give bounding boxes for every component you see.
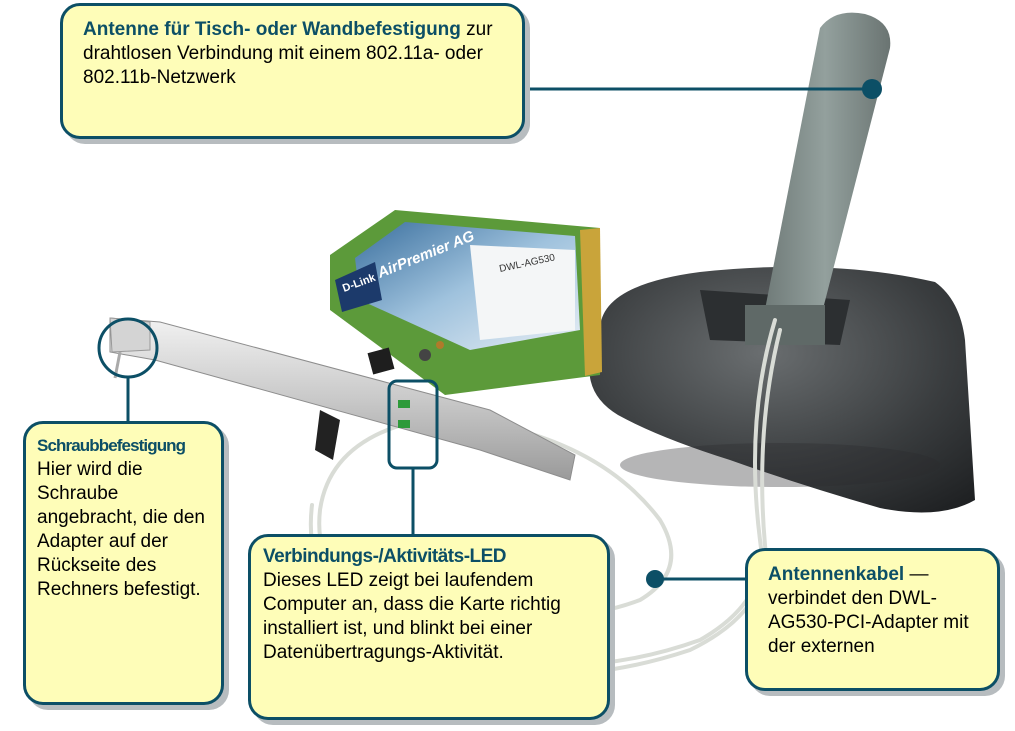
cable-callout: Antennenkabel — verbindet den DWL-AG530-… xyxy=(745,548,1000,691)
led-callout-body: Dieses LED zeigt bei laufendem Computer … xyxy=(263,570,561,663)
screw-callout-body: Hier wird die Schraube angebracht, die d… xyxy=(37,459,205,600)
antenna-blade xyxy=(745,12,891,345)
led-callout-title: Verbindungs-/Aktivitäts-LED xyxy=(263,546,507,567)
antenna-callout-body: zur drahtlosen Verbindung mit einem 802.… xyxy=(83,19,493,88)
screw-marker-ring xyxy=(97,317,159,379)
antenna-callout: Antenne für Tisch- oder Wandbefestigung … xyxy=(60,3,525,139)
pci-card: D-Link AirPremier AG DWL-AG530 xyxy=(330,210,602,395)
cable-marker-dot xyxy=(646,570,664,588)
antenna-callout-title: Antenne für Tisch- oder Wandbefestigung xyxy=(83,19,461,40)
screw-callout: Schraubbefestigung Hier wird die Schraub… xyxy=(23,421,224,705)
led-marker-box xyxy=(387,379,439,470)
cable-callout-title: Antennenkabel xyxy=(768,564,905,585)
callout-connectors xyxy=(126,87,872,581)
screw-callout-title: Schraubbefestigung xyxy=(37,436,186,455)
antenna-marker-dot xyxy=(862,79,882,99)
cable-callout-body: — verbindet den DWL-AG530-PCI-Adapter mi… xyxy=(768,564,969,657)
led-callout: Verbindungs-/Aktivitäts-LED Dieses LED z… xyxy=(248,534,610,720)
